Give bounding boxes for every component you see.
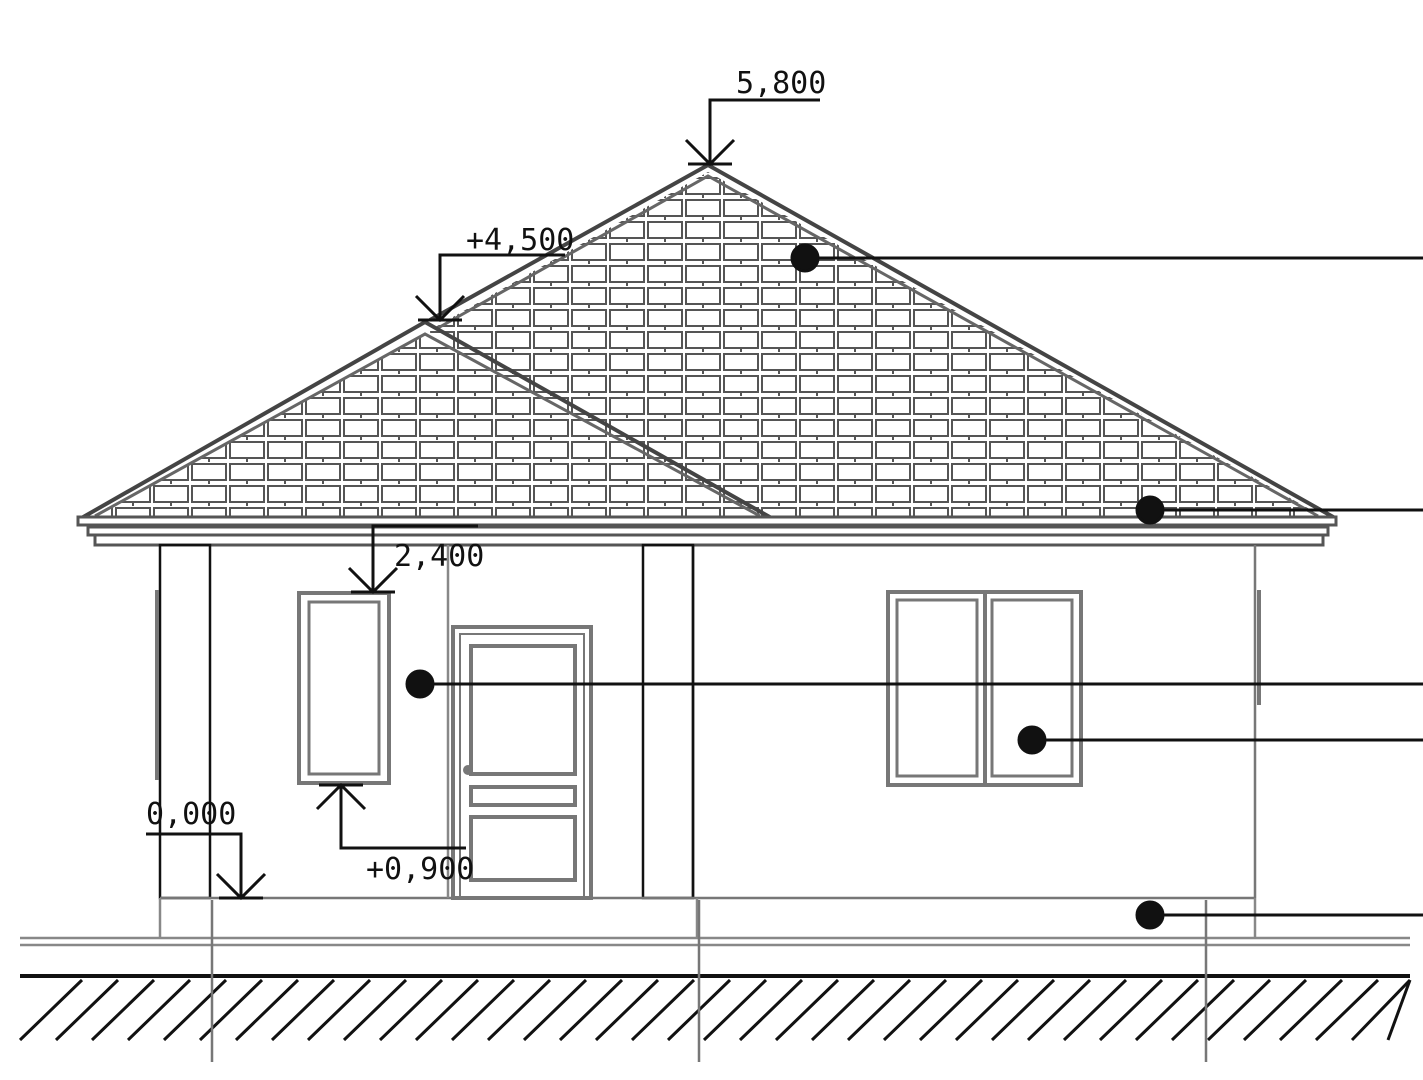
- elevation-marker-window-sill: [315, 782, 466, 850]
- hatch-line: [306, 978, 372, 1042]
- material-callouts: [405, 243, 1423, 930]
- hatch-line: [846, 978, 912, 1042]
- grid-axes: [210, 900, 1208, 1062]
- hatch-line: [774, 978, 840, 1042]
- entrance-door[interactable]: [451, 625, 593, 900]
- elevation-marker-window-top: [347, 524, 478, 595]
- callout-wall-finish: [405, 669, 1423, 699]
- hatch-line: [378, 978, 444, 1042]
- elevation-marker-ridge-gable: [414, 253, 565, 323]
- eave-fascia: [76, 515, 1338, 547]
- hatch-line: [1386, 979, 1412, 1041]
- hatch-line: [918, 978, 984, 1042]
- hatch-line: [882, 978, 948, 1042]
- elevation-label-window-top: 2,400: [394, 539, 484, 574]
- hatch-line: [342, 978, 408, 1042]
- elevation-label-window-sill: +0,900: [366, 852, 474, 887]
- hatch-line: [198, 978, 264, 1042]
- hatch-line: [1134, 978, 1200, 1042]
- hatch-line: [1170, 978, 1236, 1042]
- hatch-line: [162, 978, 228, 1042]
- hatch-line: [990, 978, 1056, 1042]
- hatch-line: [702, 978, 768, 1042]
- hatch-line: [1026, 978, 1092, 1042]
- hatch-line: [954, 978, 1020, 1042]
- callout-window: [1017, 725, 1423, 755]
- hatch-line: [1350, 978, 1412, 1042]
- hatch-line: [738, 978, 804, 1042]
- main-window: [886, 590, 1083, 787]
- elevation-label-ground: 0,000: [146, 797, 236, 832]
- plinth: [20, 898, 1410, 947]
- hatch-line: [90, 978, 156, 1042]
- hatch-line: [1278, 978, 1344, 1042]
- hatch-line: [54, 978, 120, 1042]
- elevation-label-ridge-gable: +4,500: [466, 223, 574, 258]
- hatch-line: [558, 978, 624, 1042]
- hatch-line: [270, 978, 336, 1042]
- hatch-line: [522, 978, 588, 1042]
- walls: [155, 543, 1261, 900]
- ground-hatching: [18, 978, 1412, 1042]
- hatch-line: [1242, 978, 1308, 1042]
- elevation-marker-ground: [146, 832, 267, 901]
- hatch-line: [18, 978, 84, 1042]
- callout-eave: [1135, 495, 1423, 525]
- hatch-line: [630, 978, 696, 1042]
- callout-roof-tiles: [790, 243, 1423, 273]
- hatch-line: [1098, 978, 1164, 1042]
- gable-roof: [77, 319, 776, 522]
- hatch-line: [810, 978, 876, 1042]
- hatch-line: [1062, 978, 1128, 1042]
- callout-plinth: [1135, 900, 1423, 930]
- hatch-line: [126, 978, 192, 1042]
- elevation-label-ridge-main: 5,800: [736, 66, 826, 101]
- hatch-line: [414, 978, 480, 1042]
- hatch-line: [486, 978, 552, 1042]
- hatch-line: [1314, 978, 1380, 1042]
- hatch-line: [234, 978, 300, 1042]
- elevation-marker-ridge-main: [684, 98, 820, 167]
- hatch-line: [594, 978, 660, 1042]
- hatch-line: [450, 978, 516, 1042]
- hatch-line: [1206, 978, 1272, 1042]
- porch-window: [297, 591, 391, 785]
